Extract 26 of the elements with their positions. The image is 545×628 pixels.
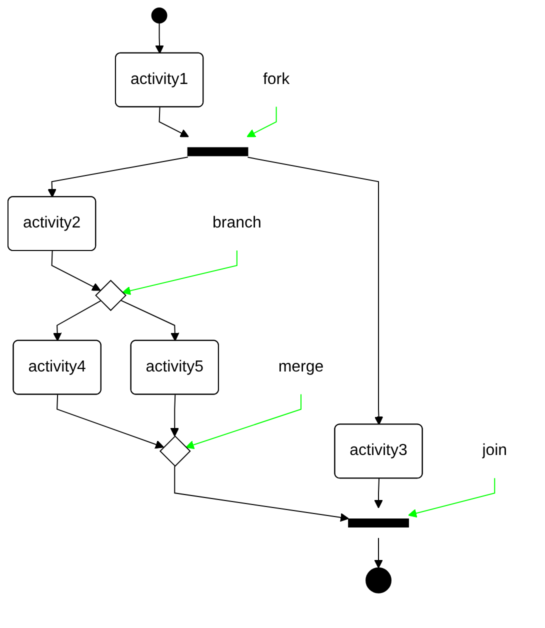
arrow [170,394,180,437]
arrow [52,300,102,342]
arrow [48,156,188,198]
arrow [120,300,180,342]
arrow [185,394,302,450]
node-bar [348,518,409,528]
arrow [374,537,383,568]
node-text: join [482,442,508,460]
arrow [174,466,349,522]
node-bar [187,147,248,156]
node-diamond [159,435,191,467]
arrow [247,156,384,426]
node-circle [366,567,392,594]
node-text: merge [278,358,324,376]
node-text: branch [212,214,262,232]
arrow [158,106,189,138]
arrow [374,478,383,508]
arrow [51,250,101,291]
arrow [246,106,277,138]
arrow [155,22,164,54]
node-text: fork [262,70,290,88]
arrow [122,250,238,296]
node-circle [151,7,168,24]
arrow [56,394,164,449]
node-diamond [95,280,126,312]
arrow [408,478,496,518]
